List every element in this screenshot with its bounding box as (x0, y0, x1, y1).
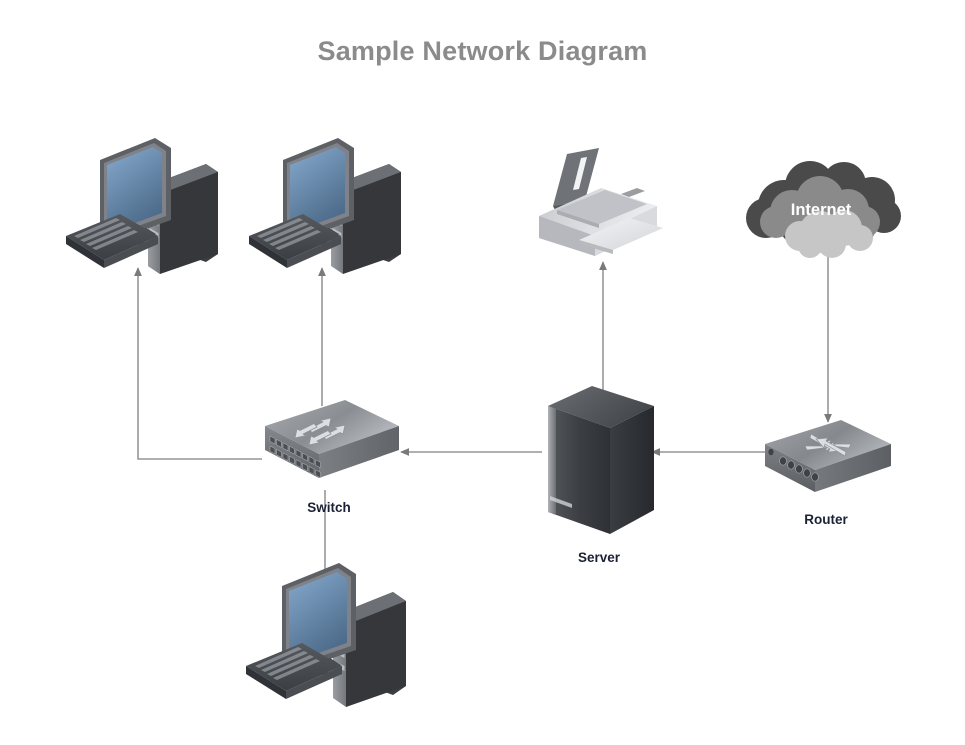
switch-ports (269, 435, 321, 479)
switch-top-face (265, 400, 399, 454)
cloud-front-layer (785, 210, 873, 258)
connection-switch-to-workstation-1 (133, 267, 262, 460)
workstation-icon (249, 138, 401, 274)
keyboard (66, 214, 158, 268)
server-front-face (548, 406, 610, 534)
switch-label: Switch (307, 500, 351, 515)
node-router[interactable]: Router (755, 416, 897, 527)
node-printer[interactable] (525, 144, 675, 269)
cloud-icon: Internet (746, 161, 901, 258)
server-label: Server (577, 550, 621, 565)
computer-monitor (283, 138, 354, 252)
server-front-bezel (548, 406, 556, 515)
page-title: Sample Network Diagram (317, 36, 648, 66)
node-workstation-1[interactable] (58, 132, 233, 277)
node-server[interactable]: Server (536, 384, 664, 565)
workstation-icon (246, 563, 406, 707)
node-workstation-3[interactable] (238, 558, 428, 708)
server-top-face (548, 386, 654, 428)
printer-output-paper (579, 218, 663, 254)
server-icon (548, 386, 654, 534)
router-arrows-glyph (804, 433, 852, 457)
server-side-face (610, 406, 654, 534)
switch-arrows-glyph (294, 417, 346, 446)
router-right-face (815, 444, 891, 492)
printer-icon (539, 148, 663, 256)
node-workstation-2[interactable] (241, 132, 416, 277)
router-label: Router (804, 512, 848, 527)
router-icon (765, 420, 891, 492)
node-internet[interactable]: Internet (732, 160, 910, 268)
workstation-icon (66, 138, 218, 274)
switch-right-face (319, 426, 399, 478)
keyboard (246, 643, 342, 699)
server-indicator-strip (550, 496, 572, 508)
keyboard (249, 214, 341, 268)
router-ports (768, 448, 819, 482)
internet-label: Internet (791, 201, 852, 219)
switch-icon (265, 400, 399, 479)
node-switch[interactable]: Switch (253, 396, 405, 515)
